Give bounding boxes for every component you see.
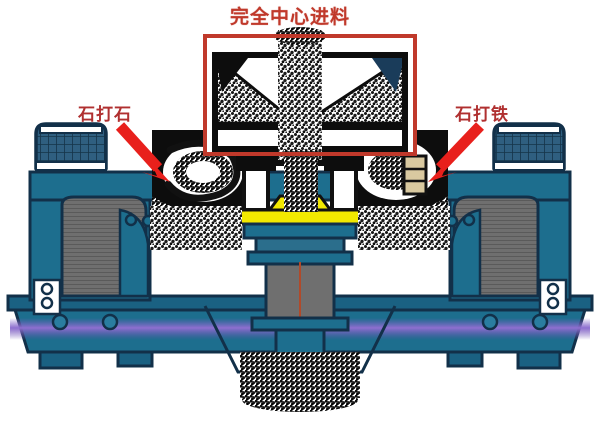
crushed-material-spray <box>150 196 450 250</box>
arrow-to-stone-on-stone-chamber <box>115 122 170 182</box>
label-stone-on-stone: 石打石 <box>78 105 132 125</box>
right-motor-guard <box>492 122 566 171</box>
label-stone-on-iron: 石打铁 <box>455 105 509 125</box>
discharge-material <box>240 352 360 412</box>
left-motor-guard <box>34 122 108 171</box>
arrow-to-stone-on-iron-chamber <box>428 122 484 182</box>
main-shaft-housing <box>246 250 354 358</box>
page-title: 完全中心进料 <box>230 6 351 28</box>
feed-hopper-highlight-box <box>203 34 417 156</box>
anvil-block <box>402 154 428 196</box>
